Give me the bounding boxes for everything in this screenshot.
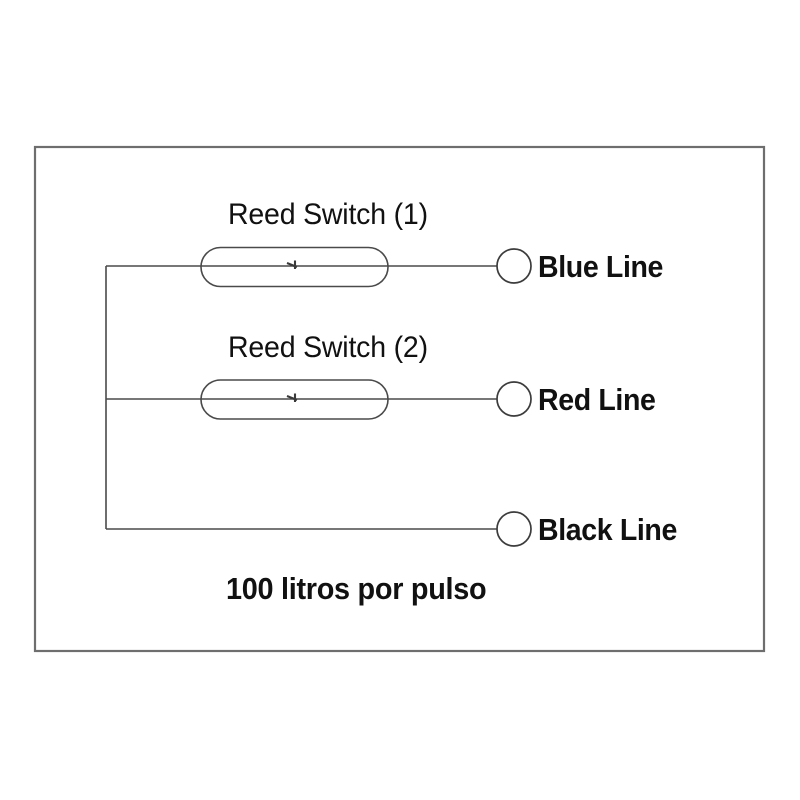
- reed-switch-2-contact-blade: [286, 395, 298, 401]
- black-line-terminal-circle[interactable]: [496, 511, 532, 547]
- black-line-label: Black Line: [538, 512, 677, 547]
- reed-switch-1-label: Reed Switch (1): [228, 198, 428, 231]
- blue-line-label: Blue Line: [538, 249, 664, 284]
- red-line-terminal-circle[interactable]: [496, 381, 532, 417]
- outer-frame-border: [33, 145, 766, 653]
- reed-switch-1-contact-blade: [286, 262, 298, 268]
- reed-switch-2-capsule: [200, 379, 389, 420]
- pulse-rate-label: 100 litros por pulso: [226, 571, 487, 606]
- reed-switch-1-capsule: [200, 246, 389, 288]
- blue-line-terminal-circle[interactable]: [496, 248, 532, 284]
- red-line-label: Red Line: [538, 382, 656, 417]
- reed-switch-2-label: Reed Switch (2): [228, 331, 428, 364]
